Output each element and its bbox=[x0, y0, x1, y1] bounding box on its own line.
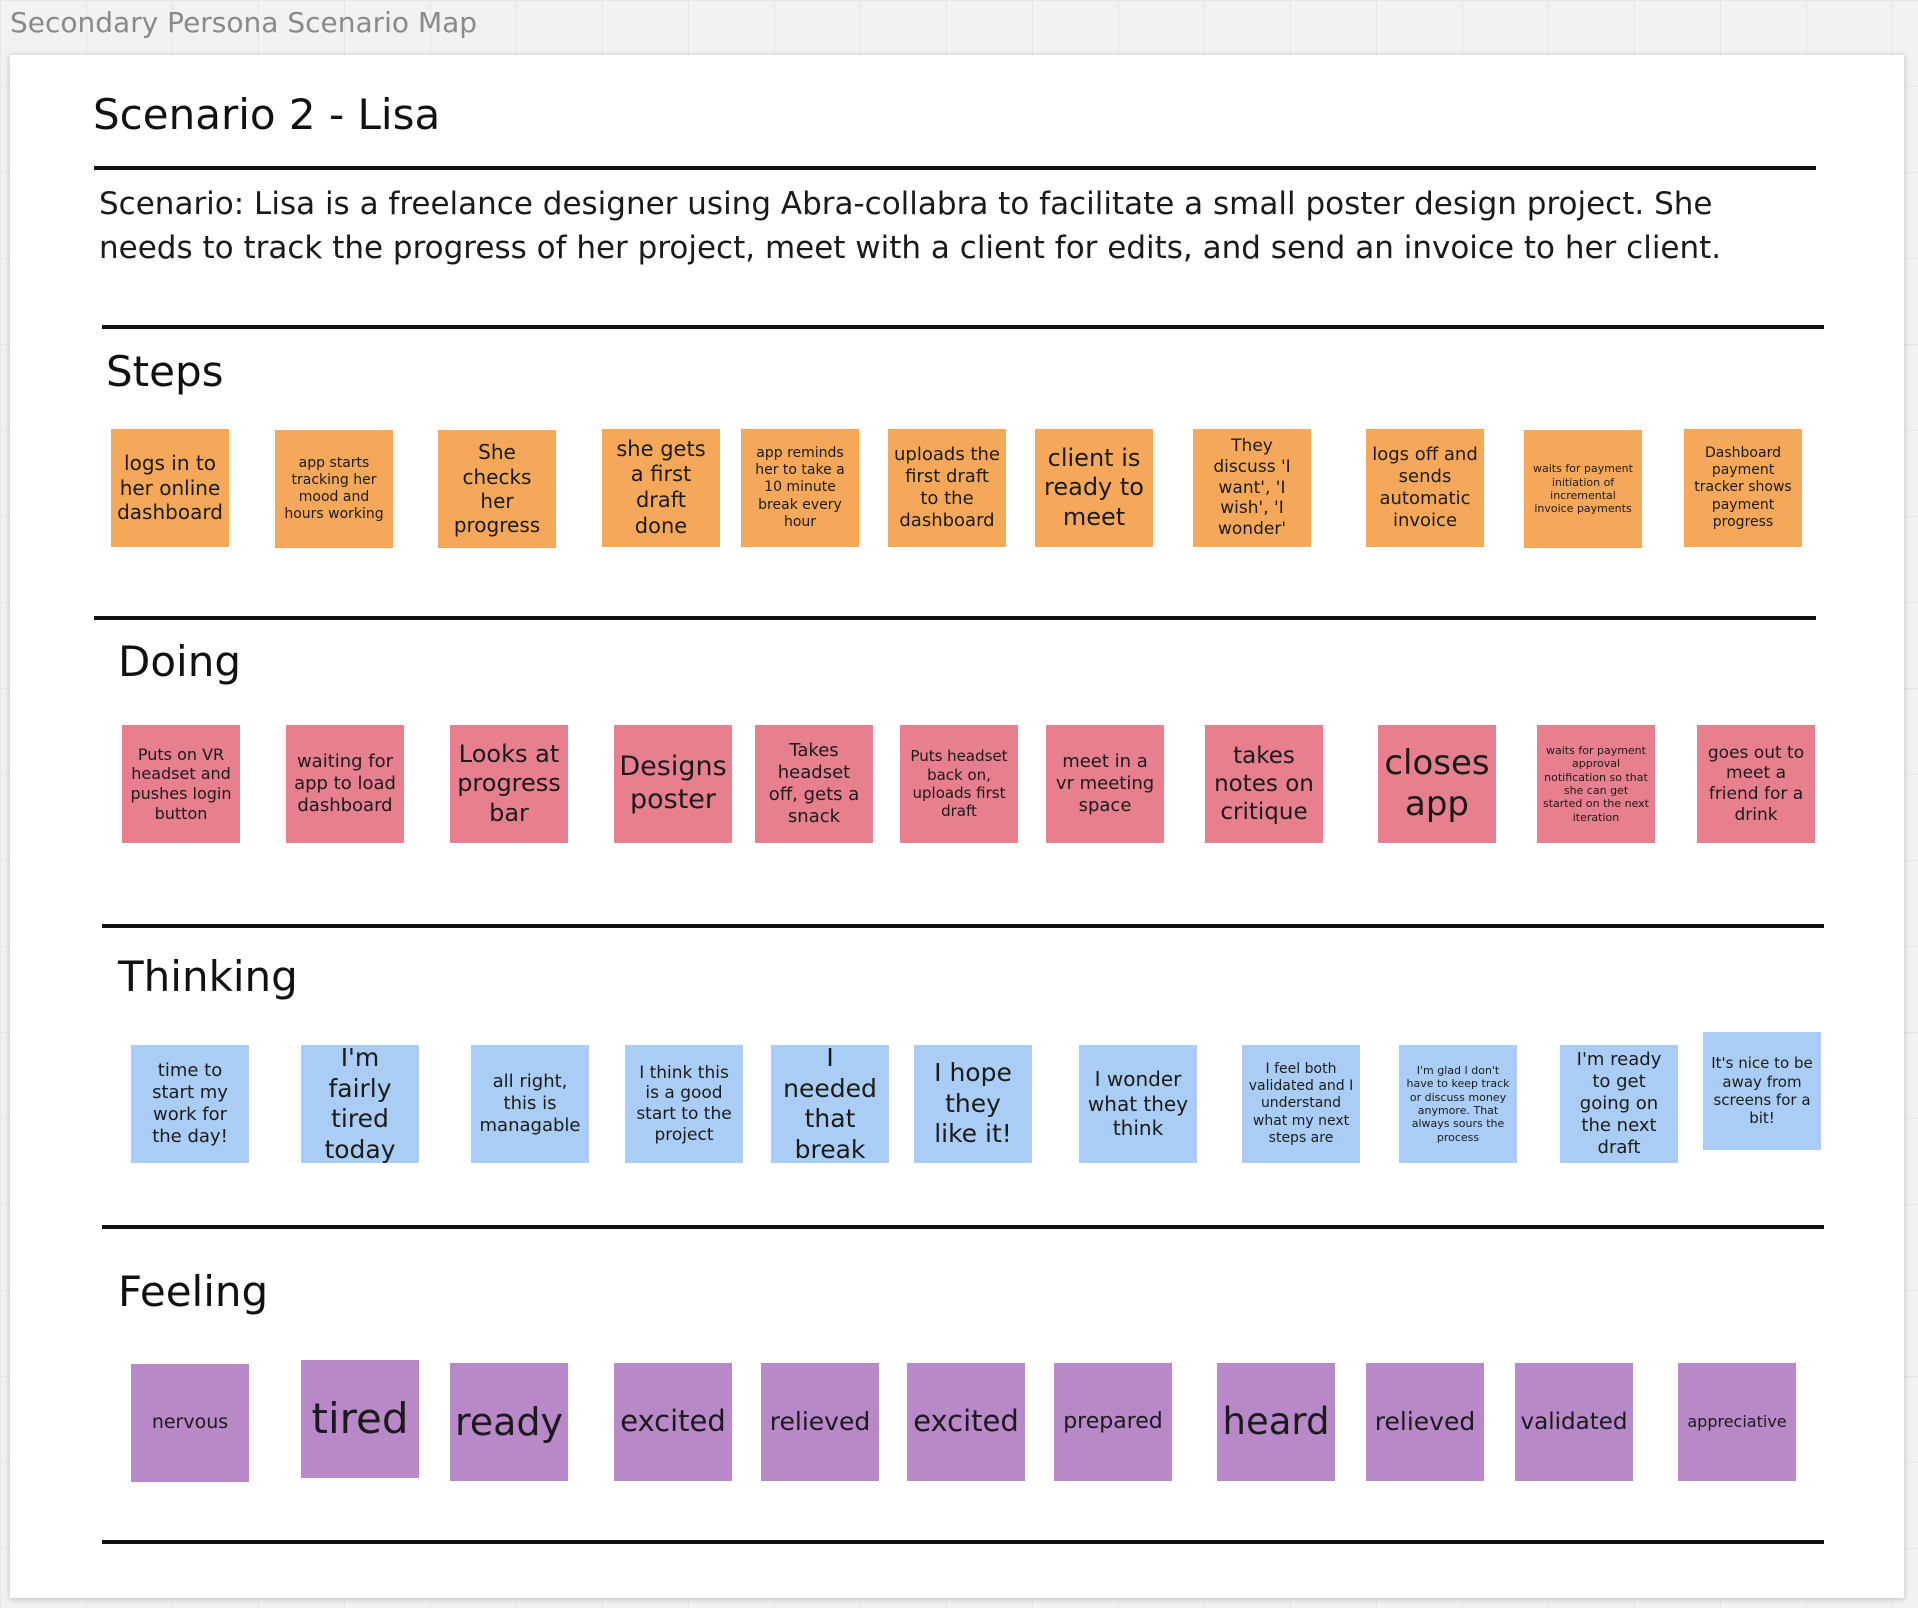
scenario-frame[interactable]: Scenario 2 - Lisa Scenario: Lisa is a fr… bbox=[10, 55, 1904, 1598]
sticky-note[interactable]: prepared bbox=[1054, 1363, 1172, 1481]
sticky-note[interactable]: all right, this is managable bbox=[471, 1045, 589, 1163]
title-divider bbox=[94, 166, 1816, 170]
sticky-note[interactable]: appreciative bbox=[1678, 1363, 1796, 1481]
sticky-note[interactable]: Designs poster bbox=[614, 725, 732, 843]
sticky-note[interactable]: Puts on VR headset and pushes login butt… bbox=[122, 725, 240, 843]
sticky-note[interactable]: Looks at progress bar bbox=[450, 725, 568, 843]
steps-divider bbox=[102, 325, 1824, 329]
sticky-note[interactable]: I hope they like it! bbox=[914, 1045, 1032, 1163]
sticky-note[interactable]: It's nice to be away from screens for a … bbox=[1703, 1032, 1821, 1150]
doing-heading: Doing bbox=[118, 637, 241, 686]
sticky-note[interactable]: heard bbox=[1217, 1363, 1335, 1481]
sticky-note[interactable]: They discuss 'I want', 'I wish', 'I wond… bbox=[1193, 429, 1311, 547]
sticky-note[interactable]: relieved bbox=[761, 1363, 879, 1481]
sticky-note[interactable]: I'm glad I don't have to keep track or d… bbox=[1399, 1045, 1517, 1163]
sticky-note[interactable]: I'm ready to get going on the next draft bbox=[1560, 1045, 1678, 1163]
feeling-heading: Feeling bbox=[118, 1267, 269, 1316]
sticky-note[interactable]: goes out to meet a friend for a drink bbox=[1697, 725, 1815, 843]
sticky-note[interactable]: relieved bbox=[1366, 1363, 1484, 1481]
sticky-note[interactable]: closes app bbox=[1378, 725, 1496, 843]
sticky-note[interactable]: uploads the first draft to the dashboard bbox=[888, 429, 1006, 547]
sticky-note[interactable]: app starts tracking her mood and hours w… bbox=[275, 430, 393, 548]
sticky-note[interactable]: logs in to her online dashboard bbox=[111, 429, 229, 547]
thinking-heading: Thinking bbox=[118, 952, 298, 1001]
sticky-note[interactable]: I wonder what they think bbox=[1079, 1045, 1197, 1163]
sticky-note[interactable]: meet in a vr meeting space bbox=[1046, 725, 1164, 843]
sticky-note[interactable]: I feel both validated and I understand w… bbox=[1242, 1045, 1360, 1163]
sticky-note[interactable]: excited bbox=[907, 1363, 1025, 1481]
sticky-note[interactable]: logs off and sends automatic invoice bbox=[1366, 429, 1484, 547]
sticky-note[interactable]: waits for payment approval notification … bbox=[1537, 725, 1655, 843]
sticky-note[interactable]: validated bbox=[1515, 1363, 1633, 1481]
sticky-note[interactable]: ready bbox=[450, 1363, 568, 1481]
thinking-divider bbox=[102, 924, 1824, 928]
sticky-note[interactable]: excited bbox=[614, 1363, 732, 1481]
sticky-note[interactable]: waits for payment initiation of incremen… bbox=[1524, 430, 1642, 548]
feeling-divider bbox=[102, 1225, 1824, 1229]
sticky-note[interactable]: takes notes on critique bbox=[1205, 725, 1323, 843]
sticky-note[interactable]: She checks her progress bbox=[438, 430, 556, 548]
sticky-note[interactable]: Puts headset back on, uploads first draf… bbox=[900, 725, 1018, 843]
sticky-note[interactable]: client is ready to meet bbox=[1035, 429, 1153, 547]
sticky-note[interactable]: she gets a first draft done bbox=[602, 429, 720, 547]
sticky-note[interactable]: nervous bbox=[131, 1364, 249, 1482]
sticky-note[interactable]: I think this is a good start to the proj… bbox=[625, 1045, 743, 1163]
sticky-note[interactable]: time to start my work for the day! bbox=[131, 1045, 249, 1163]
sticky-note[interactable]: I needed that break bbox=[771, 1045, 889, 1163]
scenario-title: Scenario 2 - Lisa bbox=[93, 90, 441, 139]
sticky-note[interactable]: I'm fairly tired today bbox=[301, 1045, 419, 1163]
sticky-note[interactable]: Takes headset off, gets a snack bbox=[755, 725, 873, 843]
doing-divider bbox=[94, 616, 1816, 620]
sticky-note[interactable]: waiting for app to load dashboard bbox=[286, 725, 404, 843]
board-title: Secondary Persona Scenario Map bbox=[10, 6, 478, 39]
scenario-description: Scenario: Lisa is a freelance designer u… bbox=[99, 186, 1722, 266]
sticky-note[interactable]: Dashboard payment tracker shows payment … bbox=[1684, 429, 1802, 547]
bottom-divider bbox=[102, 1540, 1824, 1544]
sticky-note[interactable]: tired bbox=[301, 1360, 419, 1478]
sticky-note[interactable]: app reminds her to take a 10 minute brea… bbox=[741, 429, 859, 547]
steps-heading: Steps bbox=[106, 347, 224, 396]
